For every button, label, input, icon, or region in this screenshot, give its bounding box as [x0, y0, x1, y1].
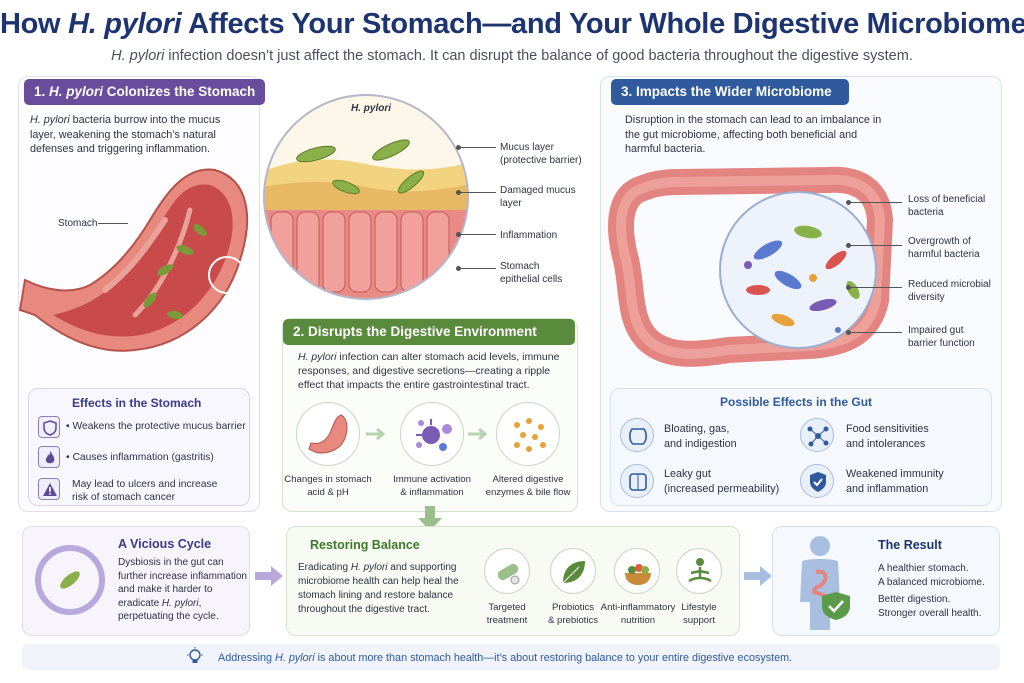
intestine-microbiome-illustration [608, 166, 893, 367]
restoring-balance-text: Eradicating H. pylori and supporting mic… [298, 562, 459, 615]
callout-line [850, 332, 902, 333]
effects-stomach-title: Effects in the Stomach [72, 396, 202, 410]
callout-dot [456, 266, 461, 271]
callout-dot [846, 285, 851, 290]
restoring-balance-title: Restoring Balance [310, 538, 420, 552]
callout-line [460, 192, 496, 193]
molecule-icon [800, 418, 834, 452]
section-3-description: Disruption in the stomach can lead to an… [625, 114, 882, 155]
gut-effects-title: Possible Effects in the Gut [720, 395, 873, 409]
callout-dot [846, 243, 851, 248]
arrow-right-icon [744, 566, 772, 586]
section-1-header: 1. H. pylori Colonizes the Stomach [24, 79, 266, 105]
section-2-header: 2. Disrupts the Digestive Environment [283, 319, 575, 345]
callout-line [460, 234, 496, 235]
callout-line [460, 147, 496, 148]
stomach-leader-line [98, 223, 128, 224]
stomach-icon [296, 402, 360, 466]
healthy-body-icon [800, 536, 850, 630]
enzyme-dots-icon [496, 402, 560, 466]
effect-inflammation: • Causes inflammation (gastritis) [66, 452, 214, 463]
callout-line [460, 268, 496, 269]
pill-icon [484, 548, 530, 594]
gut-effect-bloating: Bloating, gas,and indigestion [664, 423, 737, 450]
vicious-cycle-title: A Vicious Cycle [118, 537, 212, 551]
item-probiotics: Probiotics& prebiotics [547, 602, 599, 626]
callout-dot [456, 190, 461, 195]
meditation-icon [676, 548, 722, 594]
callout-line [850, 245, 902, 246]
footer-banner [22, 644, 1000, 670]
arrow-right-icon [255, 566, 283, 586]
section-1-description: H. pylori bacteria burrow into the mucus… [30, 114, 221, 155]
immune-cell-icon [400, 402, 464, 466]
callout-dot [846, 330, 851, 335]
callout-inflammation: Inflammation [500, 230, 558, 241]
arrow-icon [366, 427, 386, 441]
salad-bowl-icon [614, 548, 660, 594]
callout-line [850, 287, 902, 288]
callout-line [850, 202, 902, 203]
arrow-icon [468, 427, 488, 441]
stomach-illustration [18, 168, 249, 352]
down-arrow-icon [418, 506, 442, 531]
effect-weakens-mucus: • Weakens the protective mucus barrier [66, 421, 246, 432]
result-text: A healthier stomach.A balanced microbiom… [878, 563, 985, 619]
gut-effect-leaky-gut: Leaky gut(increased permeability) [664, 468, 780, 495]
callout-dot [456, 145, 461, 150]
shield-check-icon [800, 464, 834, 498]
result-title: The Result [878, 538, 942, 552]
bloating-icon [620, 418, 654, 452]
section-3-header: 3. Impacts the Wider Microbiome [611, 79, 849, 105]
leaky-gut-icon [620, 464, 654, 498]
callout-mucus-layer: Mucus layer(protective barrier) [500, 142, 582, 166]
callout-dot [456, 232, 461, 237]
page-subtitle: H. pylori infection doesn’t just affect … [111, 48, 913, 64]
leaf-icon [550, 548, 596, 594]
cycle-arrows-icon [35, 545, 105, 615]
callout-dot [846, 200, 851, 205]
vicious-cycle-panel [22, 526, 250, 636]
stomach-label: Stomach [58, 218, 98, 229]
section-2-description: H. pylori infection can alter stomach ac… [298, 351, 560, 391]
item-immune-activation: Immune activation& inflammation [393, 474, 471, 498]
lightbulb-icon [187, 647, 203, 663]
page-title: How H. pylori Affects Your Stomach—and Y… [0, 8, 1024, 40]
h-pylori-zoom-label: H. pylori [351, 103, 392, 114]
mucus-zoom-illustration [263, 94, 469, 300]
shield-icon [38, 416, 60, 438]
effects-stomach-box [28, 388, 250, 506]
flame-icon [38, 446, 60, 468]
warning-icon [38, 478, 60, 500]
footer-text: Addressing H. pylori is about more than … [218, 652, 793, 664]
